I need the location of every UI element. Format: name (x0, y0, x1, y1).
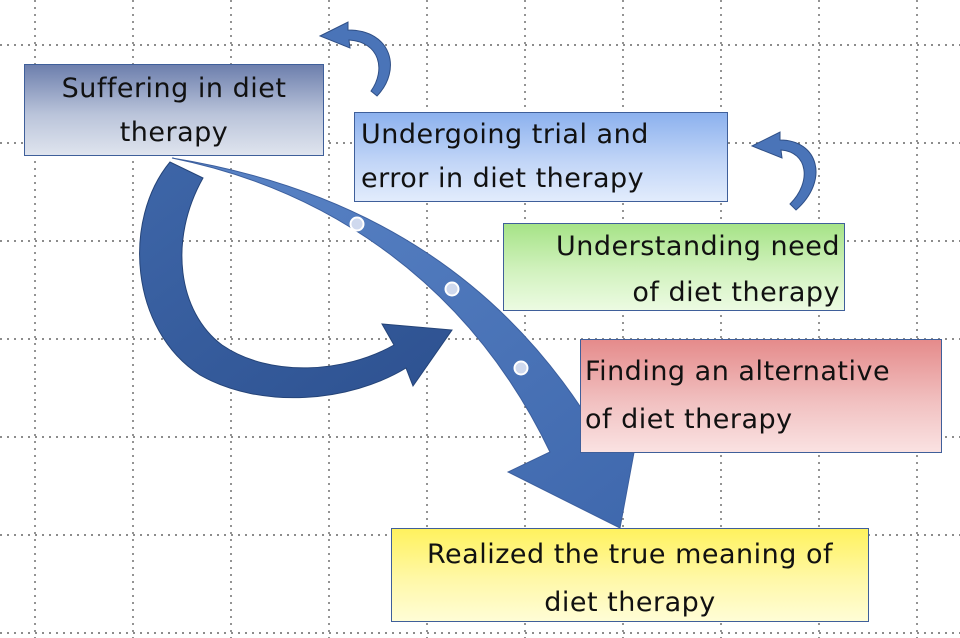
step-label-line1: Understanding need (556, 231, 840, 262)
step-label-line1: Realized the true meaning of (426, 539, 834, 570)
step-box-trial-and-error: Undergoing trial and error in diet thera… (354, 112, 728, 202)
loop-arrow (139, 161, 453, 399)
small-curved-arrow-top (318, 21, 391, 97)
step-box-suffering: Suffering in diet therapy (24, 64, 324, 156)
step-label-line2: therapy (119, 117, 229, 148)
step-label-line2: of diet therapy (632, 277, 840, 308)
small-curved-arrow-right (750, 131, 817, 211)
step-box-realized-meaning: Realized the true meaning of diet therap… (391, 528, 869, 622)
step-box-understanding-need: Understanding need of diet therapy (503, 223, 845, 311)
step-box-finding-alternative: Finding an alternative of diet therapy (580, 339, 942, 453)
step-label-line2: of diet therapy (585, 404, 793, 435)
main-arrow (171, 157, 641, 529)
step-label-line2: diet therapy (544, 587, 716, 618)
step-dot-3 (513, 360, 529, 376)
step-dot-2 (444, 281, 460, 297)
step-label-line1: Undergoing trial and (361, 119, 649, 150)
step-label-line1: Finding an alternative (585, 356, 891, 387)
step-label-line2: error in diet therapy (361, 163, 645, 194)
step-label-line1: Suffering in diet (61, 73, 287, 104)
step-dot-1 (349, 216, 365, 232)
